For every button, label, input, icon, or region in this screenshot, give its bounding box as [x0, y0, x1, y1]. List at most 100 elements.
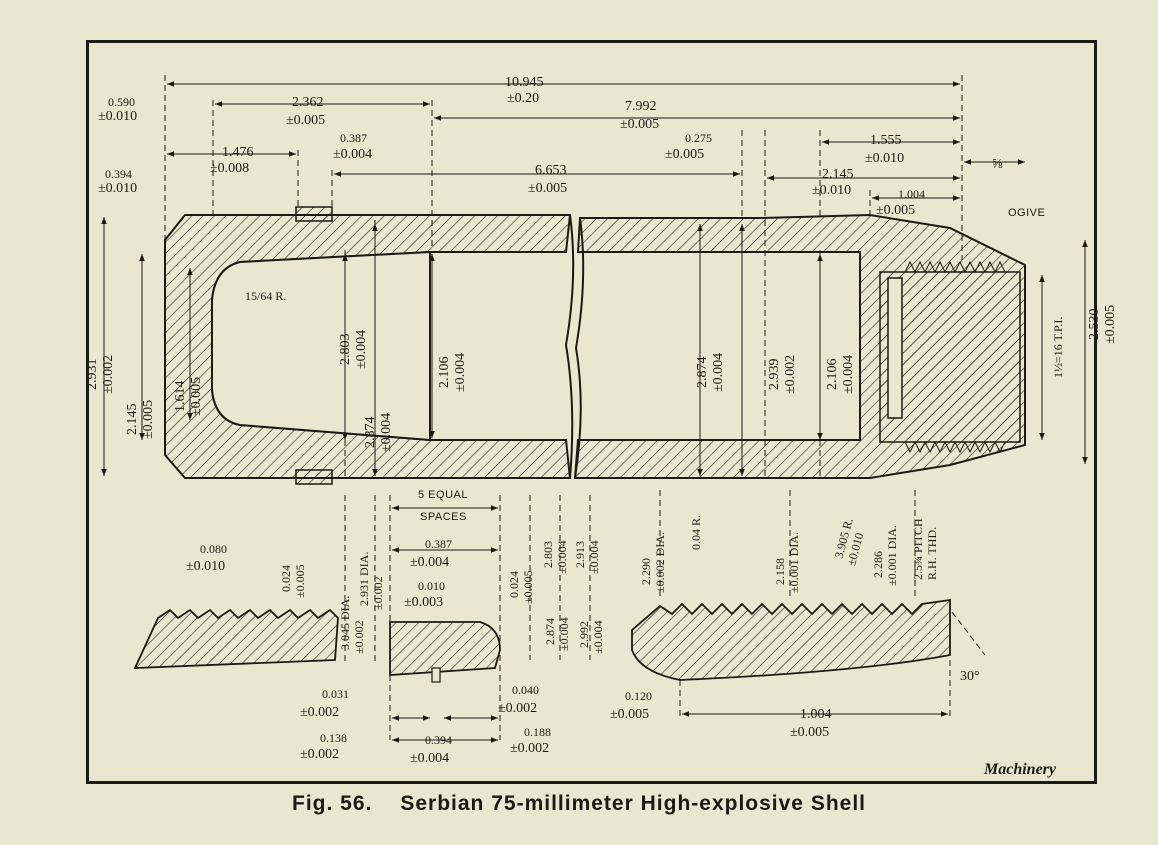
- dim-6653-tol: ±0.005: [528, 181, 567, 196]
- nose-thread-detail: [631, 598, 951, 681]
- dim-7992: 7.992: [625, 99, 657, 114]
- thread-teeth: [904, 260, 1006, 454]
- dim-0387a: 0.387: [340, 131, 367, 145]
- dim-2931b: 2.931 DIA.: [357, 552, 371, 606]
- dim-0040: 0.040: [512, 683, 539, 697]
- dim-1004b: 1.004: [800, 707, 832, 722]
- dim-1614: 1.614: [173, 381, 188, 413]
- dim-0394a: 0.394: [105, 167, 132, 181]
- dim-0010: 0.010: [418, 579, 445, 593]
- dim-0138-tol: ±0.002: [300, 747, 339, 762]
- dim-2158: 2.158: [773, 558, 787, 585]
- dim-2145a-tol: ±0.010: [812, 183, 851, 198]
- dim-2803a: 2.803: [338, 334, 353, 366]
- dim-0024a: 0.024: [279, 565, 293, 592]
- dim-2286-tol: ±0.001 DIA.: [885, 525, 899, 586]
- rotating-band: [295, 206, 333, 222]
- equal-spaces-2: SPACES: [420, 511, 467, 523]
- dim-0080: 0.080: [200, 542, 227, 556]
- dim-2874c-tol: ±0.004: [557, 617, 571, 651]
- dim-0394b: 0.394: [425, 733, 452, 747]
- drawing-frame: [86, 40, 1097, 784]
- dim-0040-tol: ±0.002: [498, 701, 537, 716]
- dimension-labels: 10.945 ±0.20 0.590 ±0.010 2.362 ±0.005 7…: [85, 75, 1118, 778]
- cavity-left: [211, 250, 431, 442]
- dim-2158-tol: ±0.001 DIA.: [787, 532, 801, 593]
- dim-2939-tol: ±0.002: [783, 355, 798, 394]
- dim-7992-tol: ±0.005: [620, 117, 659, 132]
- dim-0590: 0.590: [108, 95, 135, 109]
- rh-thread-label: R.H. THD.: [925, 527, 939, 580]
- radius-004: 0.04 R.: [689, 515, 703, 550]
- dim-2913: 2.913: [573, 541, 587, 568]
- dim-0024b: 0.024: [507, 571, 521, 598]
- dim-2939: 2.939: [767, 359, 782, 391]
- dim-1004a-tol: ±0.005: [876, 203, 915, 218]
- dim-2106a-tol: ±0.004: [453, 353, 468, 392]
- dim-10945: 10.945: [505, 75, 544, 90]
- shell-drawing: 10.945 ±0.20 0.590 ±0.010 2.362 ±0.005 7…: [85, 75, 1118, 778]
- dim-0010-tol: ±0.003: [404, 595, 443, 610]
- fuse-thread: [879, 271, 1021, 443]
- dim-0080-tol: ±0.010: [186, 559, 225, 574]
- thread-spec: 1½=16 T.P.I.: [1051, 317, 1065, 378]
- figure-caption: Fig. 56. Serbian 75-millimeter High-explo…: [0, 792, 1158, 816]
- dim-2874a: 2.874: [363, 417, 378, 449]
- dim-0120-tol: ±0.005: [610, 707, 649, 722]
- dim-2530-tol: ±0.005: [1103, 305, 1118, 344]
- dim-0387a-tol: ±0.004: [333, 147, 372, 162]
- dim-3045: 3.045 DIA.: [338, 596, 352, 650]
- dim-2530: 2.530: [1087, 309, 1102, 341]
- dim-1476: 1.476: [222, 145, 254, 160]
- dim-1004b-tol: ±0.005: [790, 725, 829, 740]
- dim-2362: 2.362: [292, 95, 324, 110]
- angle-30: 30°: [960, 669, 980, 684]
- band-detail-1: [133, 608, 339, 669]
- dim-2874c: 2.874: [543, 618, 557, 645]
- dim-2290: 2.290: [639, 558, 653, 585]
- dim-2803b: 2.803: [541, 541, 555, 568]
- dim-2145b-tol: ±0.005: [141, 400, 156, 439]
- dim-2145b: 2.145: [125, 404, 140, 436]
- dim-2931b-tol: ±0.002: [371, 576, 385, 610]
- dim-2106b-tol: ±0.004: [841, 355, 856, 394]
- dim-2803b-tol: ±0.004: [555, 540, 569, 574]
- dim-2106a: 2.106: [437, 357, 452, 389]
- dim-2106b: 2.106: [825, 359, 840, 391]
- dim-0387b-tol: ±0.004: [410, 555, 449, 570]
- dim-2931a-tol: ±0.002: [101, 355, 116, 394]
- figure-number: Fig. 56.: [292, 792, 373, 815]
- dim-0275: 0.275: [685, 131, 712, 145]
- dim-2286: 2.286: [871, 551, 885, 578]
- dim-2913-tol: ±0.004: [587, 540, 601, 574]
- dim-2803a-tol: ±0.004: [354, 330, 369, 369]
- equal-spaces-1: 5 EQUAL: [418, 489, 468, 501]
- dim-0024b-tol: ±0.005: [521, 570, 535, 604]
- pitch-label: 2.5¾ PITCH: [911, 518, 925, 580]
- dim-2290-tol: ±0.002 DIA.: [653, 532, 667, 593]
- dim-0394a-tol: ±0.010: [98, 181, 137, 196]
- dim-0188: 0.188: [524, 725, 551, 739]
- figure-title: Serbian 75-millimeter High-explosive She…: [400, 792, 866, 815]
- dim-1476-tol: ±0.008: [210, 161, 249, 176]
- radius-15-64: 15/64 R.: [245, 289, 286, 303]
- dim-0590-tol: ±0.010: [98, 109, 137, 124]
- dim-2145a: 2.145: [822, 167, 854, 182]
- dim-2874b-tol: ±0.004: [711, 353, 726, 392]
- credit-machinery: Machinery: [983, 761, 1057, 778]
- dim-2874b: 2.874: [695, 357, 710, 389]
- dim-1555-tol: ±0.010: [865, 151, 904, 166]
- dim-0120: 0.120: [625, 689, 652, 703]
- dim-five-eighths: ⅝: [992, 157, 1003, 172]
- dim-0275-tol: ±0.005: [665, 147, 704, 162]
- dim-2992: 2.992: [577, 621, 591, 648]
- dim-6653: 6.653: [535, 163, 567, 178]
- dim-2874a-tol: ±0.004: [379, 413, 394, 452]
- ogive-label: OGIVE: [1008, 207, 1045, 219]
- dim-2931a: 2.931: [85, 359, 100, 391]
- dim-0024a-tol: ±0.005: [293, 564, 307, 598]
- dim-1555: 1.555: [870, 133, 902, 148]
- dim-3045-tol: ±0.002: [352, 620, 366, 654]
- dim-2362-tol: ±0.005: [286, 113, 325, 128]
- dim-0031: 0.031: [322, 687, 349, 701]
